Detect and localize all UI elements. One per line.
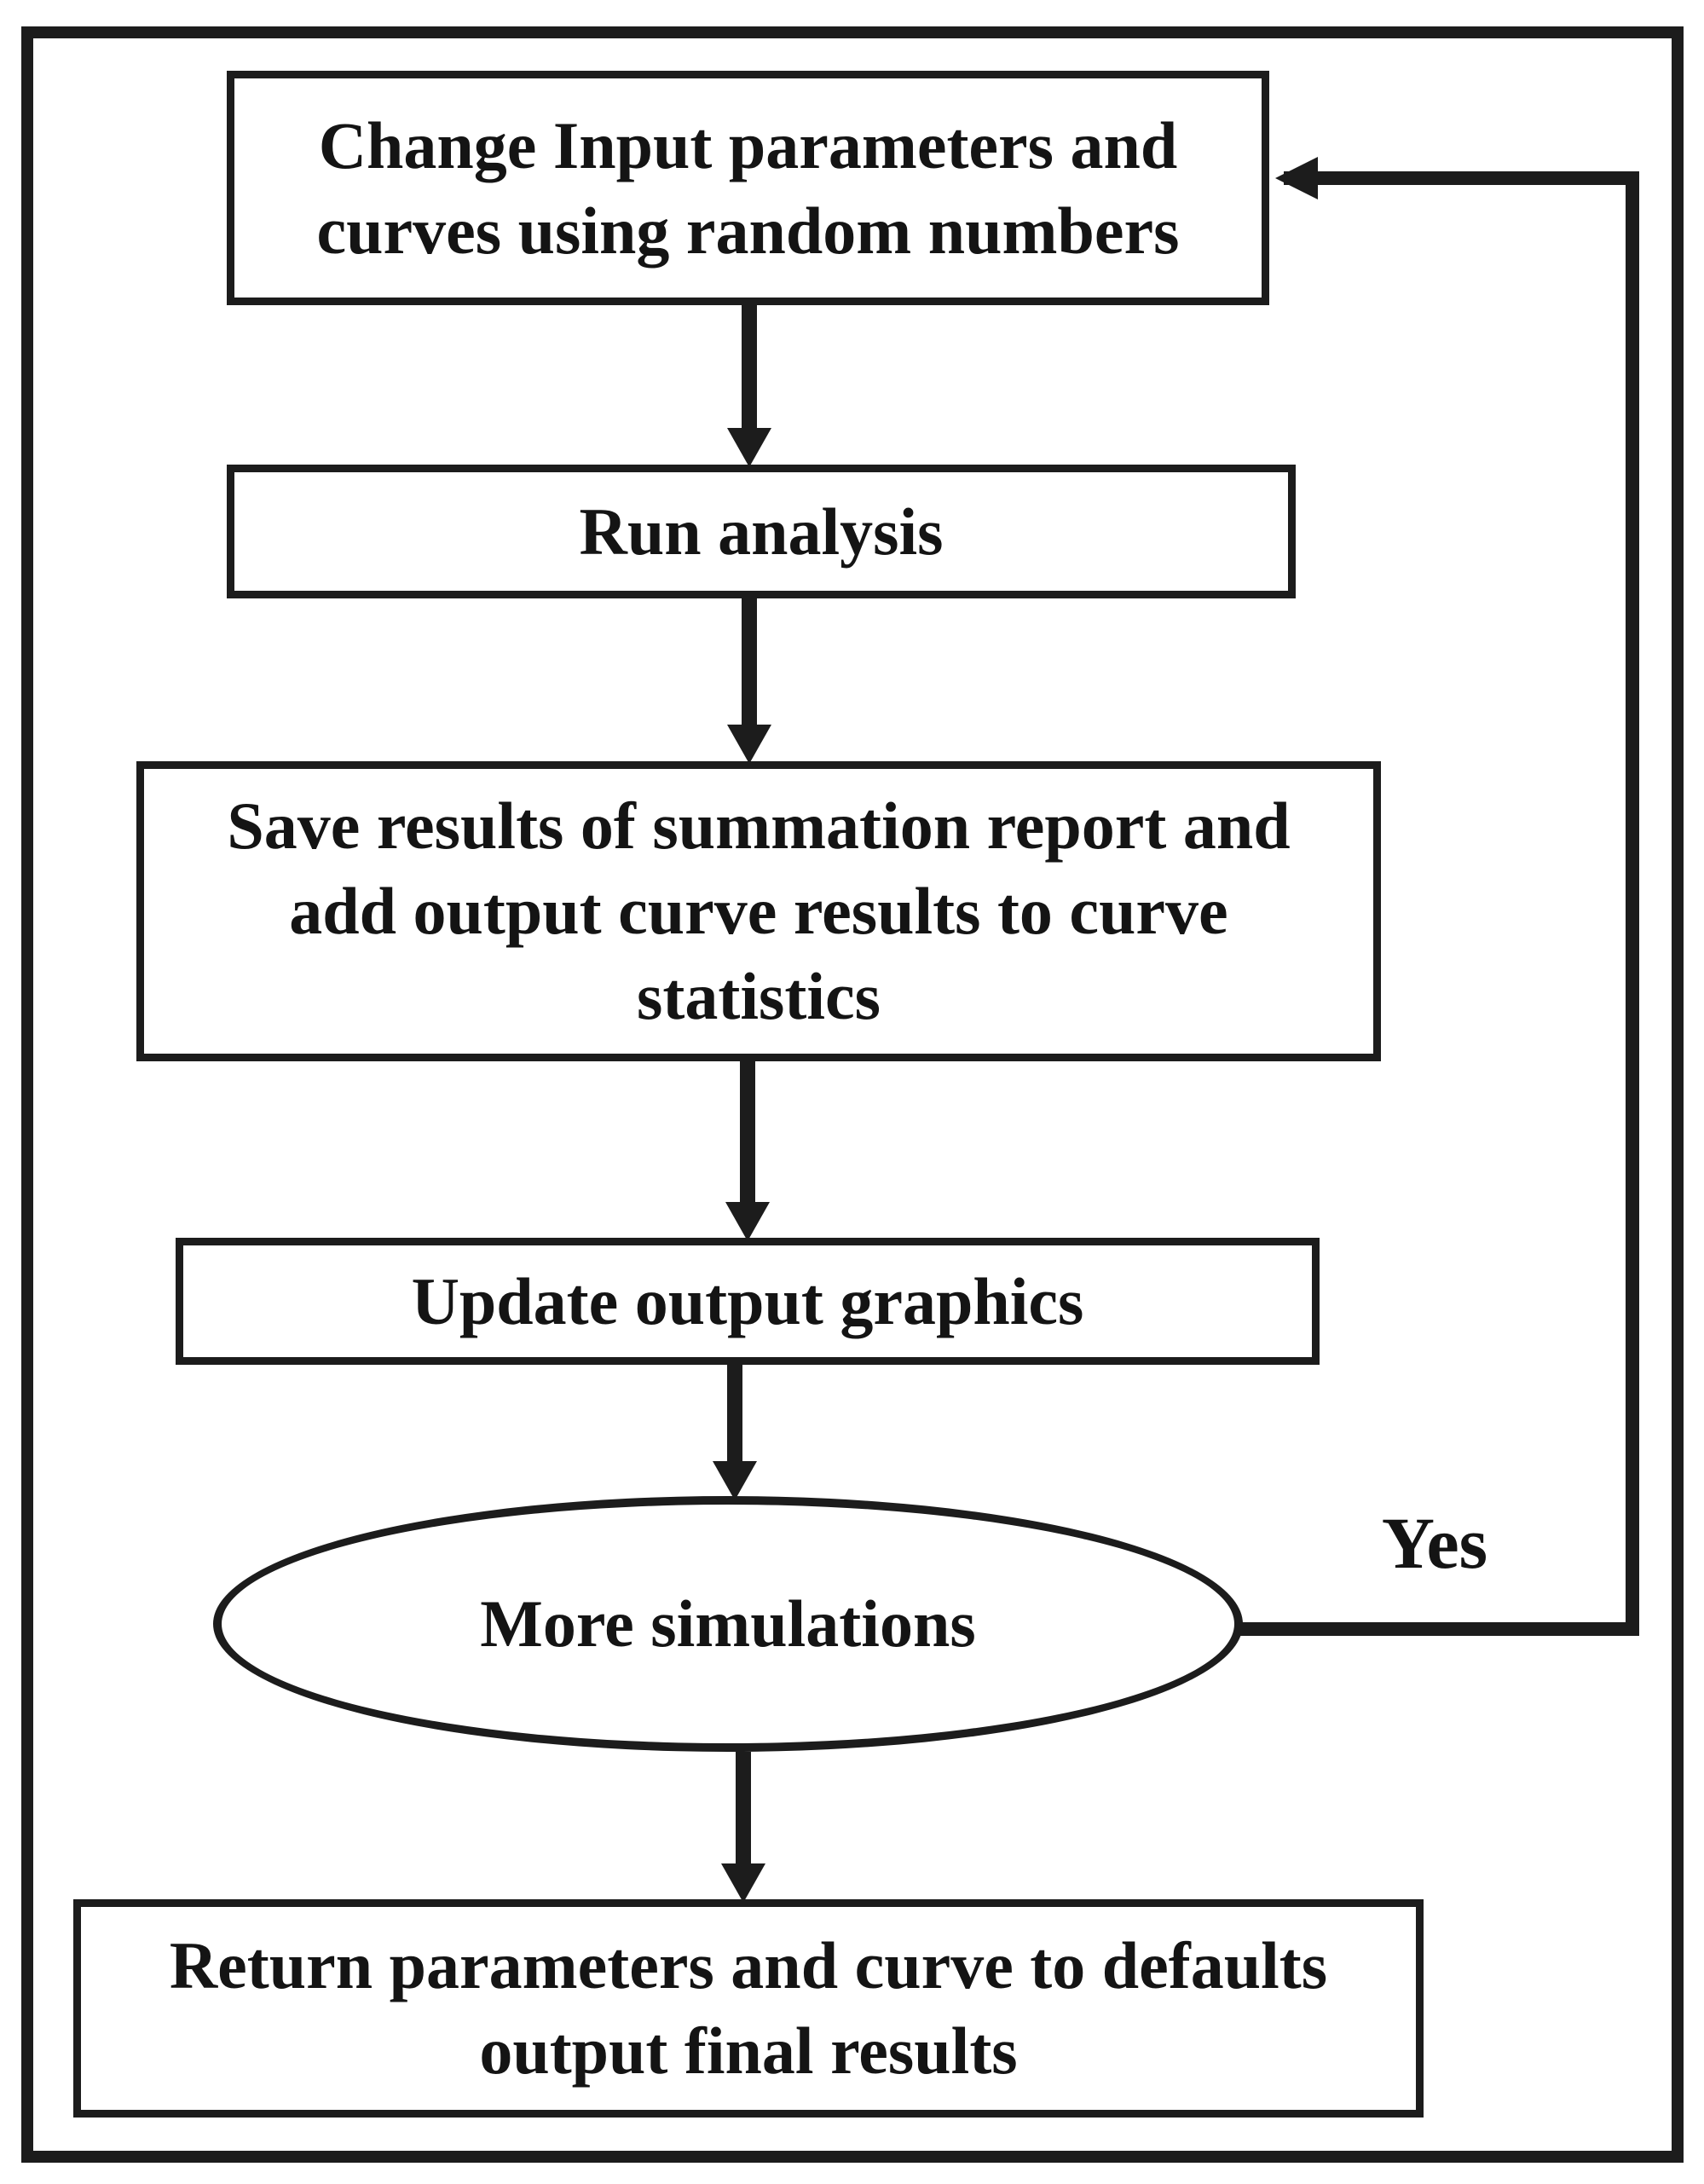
node-return-defaults-label: Return parameters and curve to defaults … (169, 1928, 1328, 2088)
node-update-graphics-label: Update output graphics (411, 1263, 1084, 1338)
node-change-inputs: Change Input parameters and curves using… (227, 71, 1269, 305)
outer-border (21, 26, 1684, 2163)
node-return-defaults: Return parameters and curve to defaults … (73, 1899, 1424, 2118)
arrow-save-to-update (725, 1061, 770, 1241)
arrow-update-to-decision (713, 1365, 757, 1500)
arrow-run-to-save (727, 598, 771, 764)
loop-yes-arrow (1236, 157, 1639, 1636)
node-more-simulations-label: More simulations (480, 1586, 976, 1661)
node-change-inputs-label: Change Input parameters and curves using… (316, 107, 1180, 268)
node-run-analysis-label: Run analysis (579, 494, 944, 569)
arrow-change-to-run (727, 305, 771, 467)
node-more-simulations: More simulations (213, 1496, 1243, 1752)
node-save-results: Save results of summation report and add… (136, 761, 1381, 1061)
node-run-analysis: Run analysis (227, 465, 1296, 598)
node-update-graphics: Update output graphics (176, 1238, 1320, 1365)
arrow-decision-to-return (721, 1752, 765, 1903)
edge-label-yes: Yes (1381, 1502, 1488, 1584)
node-save-results-label: Save results of summation report and add… (227, 789, 1291, 1033)
